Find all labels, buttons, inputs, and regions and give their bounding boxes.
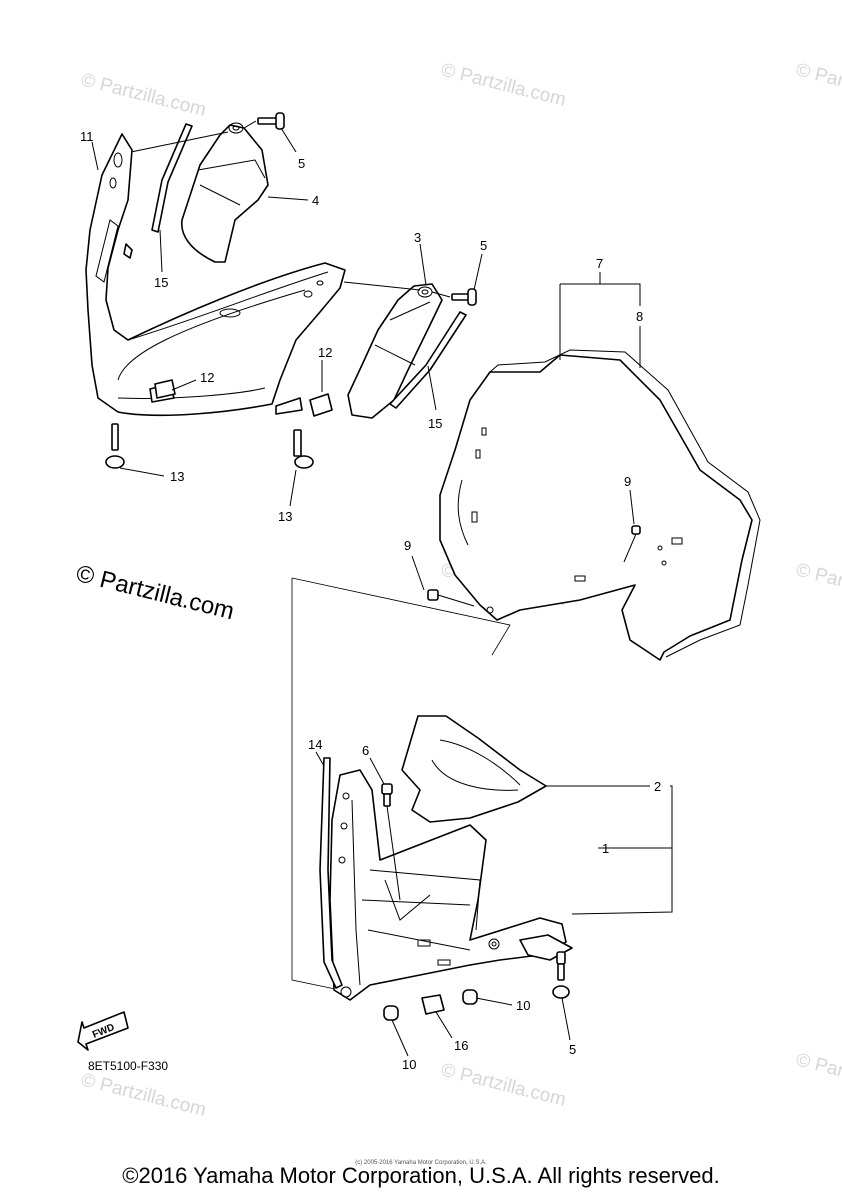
watermark-text: © Partzilla.com xyxy=(794,1049,842,1100)
callout-2: 2 xyxy=(654,779,661,794)
callout-11: 11 xyxy=(80,129,94,144)
diagram-code: 8ET5100-F330 xyxy=(88,1059,169,1073)
callout-14: 14 xyxy=(308,737,322,752)
part-15-strip-left xyxy=(151,123,193,233)
part-13-screws xyxy=(105,423,314,469)
screw-5-upper xyxy=(243,112,285,130)
callout-9: 9 xyxy=(404,538,411,553)
watermark-text: © Partzilla.com xyxy=(79,1069,208,1120)
callout-15: 15 xyxy=(428,416,442,431)
watermark-text: © Partzilla.com xyxy=(79,69,208,120)
callout-12: 12 xyxy=(318,345,332,360)
callout-10: 10 xyxy=(516,998,530,1013)
callout-5: 5 xyxy=(298,156,305,171)
part-9-screws xyxy=(427,525,641,607)
part-7-8-windshield xyxy=(439,349,761,661)
watermark-text: © Partzilla.com xyxy=(794,559,842,610)
callout-6: 6 xyxy=(362,743,369,758)
callout-3: 3 xyxy=(414,230,421,245)
part-6-screw xyxy=(381,783,401,901)
part-10-collars xyxy=(383,989,478,1021)
copyright-text: ©2016 Yamaha Motor Corporation, U.S.A. A… xyxy=(122,1163,720,1188)
watermark-text: © Partzilla.com xyxy=(439,59,568,110)
callout-7: 7 xyxy=(596,256,603,271)
callout-8: 8 xyxy=(636,309,643,324)
callout-12: 12 xyxy=(200,370,214,385)
callout-13: 13 xyxy=(170,469,184,484)
callout-10: 10 xyxy=(402,1057,416,1072)
fwd-arrow-icon: FWD xyxy=(77,1011,129,1051)
screw-5-lower xyxy=(552,951,570,999)
part-2-inner-panel xyxy=(401,715,547,823)
watermark-text: © Partzilla.com xyxy=(439,1059,568,1110)
callout-13: 13 xyxy=(278,509,292,524)
callout-9: 9 xyxy=(624,474,631,489)
screw-5-middle xyxy=(431,288,477,306)
callout-5: 5 xyxy=(569,1042,576,1057)
assembly-outline xyxy=(291,577,511,991)
callout-1: 1 xyxy=(602,841,609,856)
part-14-strip xyxy=(319,757,343,989)
callout-16: 16 xyxy=(454,1038,468,1053)
callouts: 11 5 4 15 3 5 7 8 12 12 15 13 9 13 9 14 … xyxy=(80,129,661,1072)
leader-lines xyxy=(91,127,673,1057)
part-12-nuts xyxy=(154,379,333,417)
tiny-notice: (c) 2005-2016 Yamaha Motor Corporation, … xyxy=(355,1160,487,1166)
part-16-nut xyxy=(421,994,445,1015)
part-4-inner-panel xyxy=(181,122,269,263)
watermark-text: © Partzilla.com xyxy=(794,59,842,110)
callout-4: 4 xyxy=(312,193,319,208)
callout-15: 15 xyxy=(154,275,168,290)
part-15-strip-right xyxy=(389,311,467,409)
callout-5: 5 xyxy=(480,238,487,253)
part-11-upper-cowling xyxy=(85,133,346,417)
